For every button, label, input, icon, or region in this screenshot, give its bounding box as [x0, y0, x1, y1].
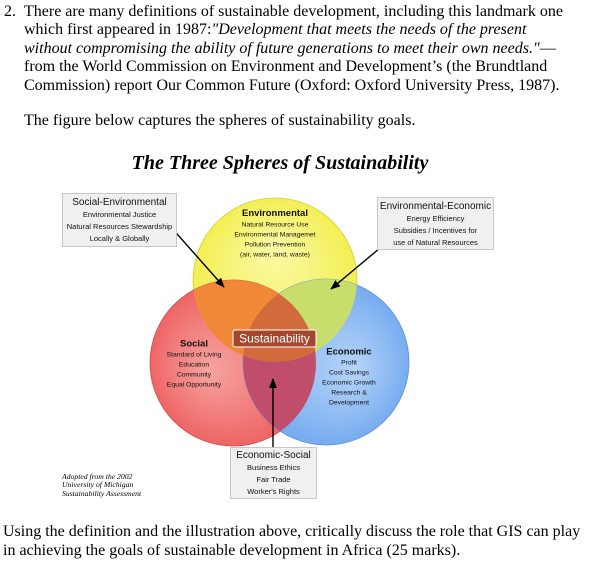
task-line: Using the definition and the illustratio…: [3, 523, 581, 540]
callout-item: Environmental Justice: [82, 210, 157, 219]
question-line: from the World Commission on Environment…: [0, 58, 563, 76]
question-intro: 2. There are many definitions of sustain…: [0, 3, 563, 95]
callout-item: use of Natural Resources: [393, 238, 478, 247]
figure-attribution: Adopted from the 2002 University of Mich…: [62, 471, 142, 499]
question-line: 2. There are many definitions of sustain…: [0, 3, 563, 21]
economic-sphere-label: Economic: [326, 347, 371, 358]
attribution-line: University of Michigan: [62, 480, 134, 490]
callout-item: Natural Resources Stewardship: [66, 222, 173, 231]
social-sphere-item: Education: [179, 362, 209, 369]
social-sphere-label: Social: [180, 339, 208, 350]
environmental-economic-callout: Environmental-Economic Energy Efficiency…: [377, 197, 494, 250]
question-line: which first appeared in 1987:"Developmen…: [0, 21, 563, 39]
question-number: 2.: [4, 3, 16, 20]
arrow-to-social-environmental: [169, 225, 225, 288]
question-text: Commission) report Our Common Future (Ox…: [24, 76, 560, 94]
environmental-sphere-item: (air, water, land, waste): [240, 252, 310, 259]
callout-item: Energy Efficiency: [406, 214, 465, 223]
sustainability-core: [243, 280, 316, 362]
economic-sphere-item: Profit: [341, 360, 357, 367]
social-environmental-callout: Social-Environmental Environmental Justi…: [62, 193, 177, 247]
callout-item: Business Ethics: [247, 463, 300, 472]
callout-title: Environmental-Economic: [379, 201, 492, 212]
attribution-line: Sustainability Assessment: [62, 488, 142, 498]
social-sphere-item: Community: [177, 372, 212, 379]
task-line: in achieving the goals of sustainable de…: [3, 541, 461, 559]
callout-item: Worker's Rights: [247, 487, 300, 496]
question-line: without compromising the ability of futu…: [0, 40, 563, 58]
question-line: Commission) report Our Common Future (Ox…: [0, 77, 563, 95]
question-text: —: [539, 39, 556, 57]
question-task: Using the definition and the illustratio…: [3, 523, 580, 560]
definition-quote: "Development that meets the needs of the…: [211, 21, 527, 39]
sustainability-label: Sustainability: [239, 332, 310, 346]
economic-sphere-item: Cost Savings: [329, 370, 370, 377]
question-text: There are many definitions of sustainabl…: [24, 3, 563, 20]
economic-sphere-item: Research &: [331, 390, 367, 397]
callout-item: Fair Trade: [256, 475, 291, 484]
environmental-sphere-item: Natural Resource Use: [242, 221, 309, 228]
callout-title: Social-Environmental: [72, 197, 167, 208]
economic-sphere-item: Economic Growth: [322, 380, 376, 387]
definition-quote: without compromising the ability of futu…: [24, 39, 540, 57]
figure-intro: The figure below captures the spheres of…: [0, 112, 415, 130]
sustainability-label-box: [232, 329, 317, 348]
environmental-sphere-item: Pollution Prevention: [245, 241, 306, 248]
figure-title: The Three Spheres of Sustainability: [131, 152, 429, 174]
callout-title: Economic-Social: [236, 450, 311, 461]
callout-item: Locally & Globally: [89, 234, 150, 243]
social-sphere-item: Equal Opportunity: [167, 382, 222, 389]
figure-intro-text: The figure below captures the spheres of…: [24, 112, 416, 129]
social-sphere-item: Standard of Living: [167, 352, 222, 359]
attribution-line: Adopted from the 2002: [62, 471, 133, 481]
callout-item: Subsidies / Incentives for: [393, 226, 478, 235]
economic-social-callout: Economic-Social Business Ethics Fair Tra…: [230, 447, 317, 499]
arrow-to-environmental-economic: [330, 247, 381, 290]
environmental-sphere-label: Environmental: [242, 208, 308, 219]
environmental-sphere-item: Environmental Managemet: [234, 231, 315, 238]
economic-sphere-item: Development: [329, 400, 369, 407]
question-text: from the World Commission on Environment…: [24, 58, 548, 76]
question-text: which first appeared in 1987:: [24, 21, 212, 39]
